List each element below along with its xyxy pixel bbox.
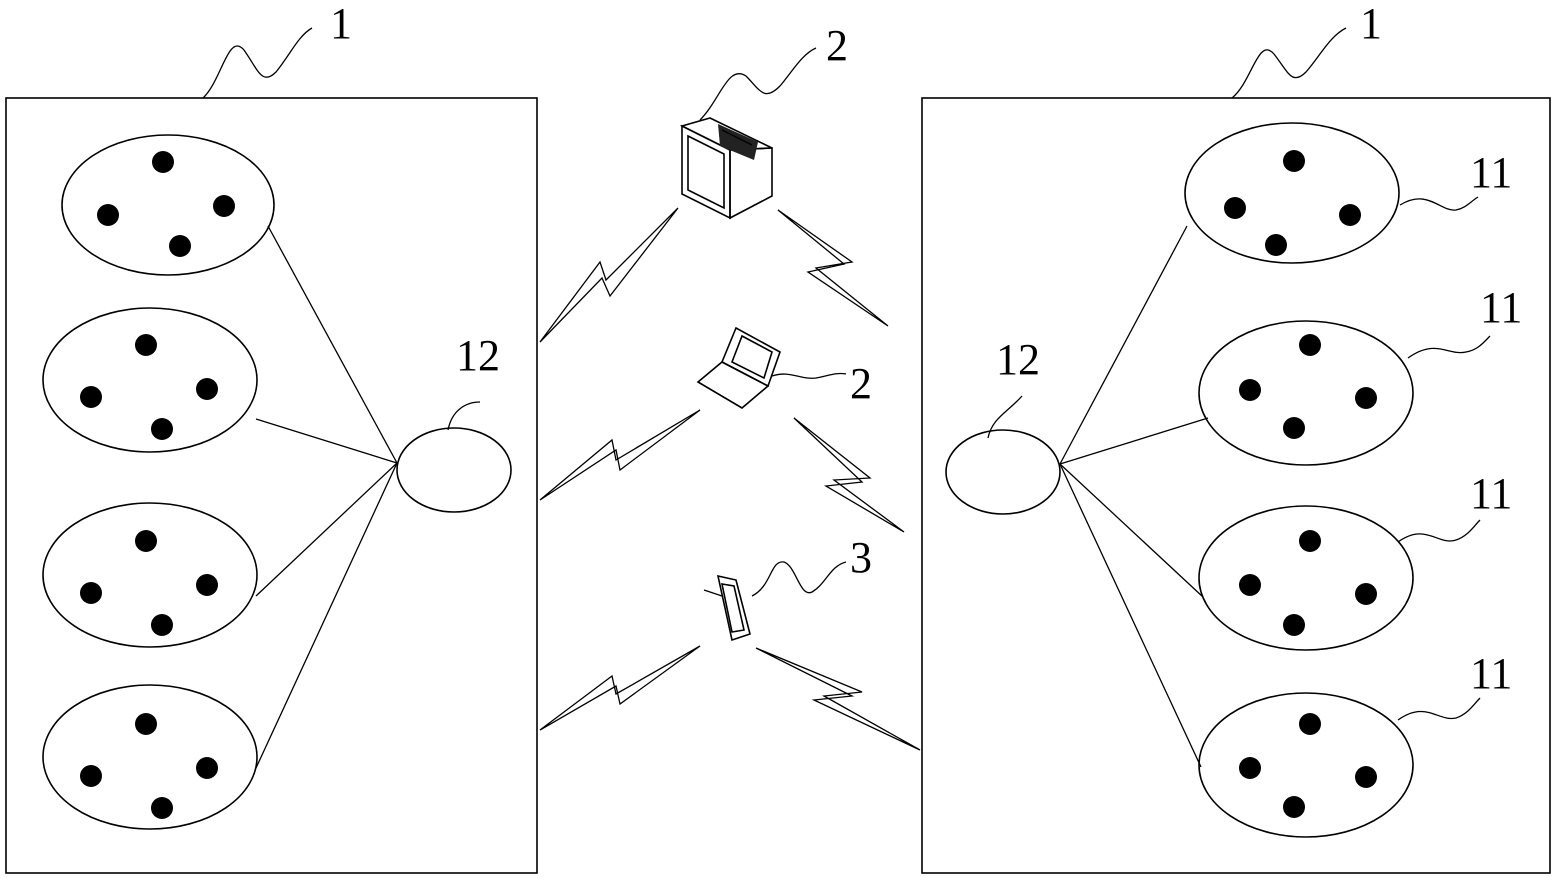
computer-top-leader <box>699 47 817 121</box>
right-system-leader <box>1231 27 1347 99</box>
right-group-2-leader <box>1407 335 1491 359</box>
right-group-3 <box>1198 505 1414 651</box>
left-hub-leader <box>447 401 481 431</box>
right-group-2-label: 11 <box>1480 283 1522 332</box>
left-group-1 <box>61 134 275 276</box>
laptop-label: 2 <box>850 359 872 408</box>
wireless-links <box>539 207 921 751</box>
computer-top-label: 2 <box>826 21 848 70</box>
left-system-leader <box>202 27 313 99</box>
right-group-3-label: 11 <box>1470 469 1512 518</box>
right-group-1-leader <box>1399 196 1479 211</box>
right-system-label: 1 <box>1360 0 1382 48</box>
left-hub-label: 12 <box>456 331 500 380</box>
laptop-icon <box>696 326 781 409</box>
left-connectors <box>255 225 398 769</box>
right-group-3-leader <box>1397 519 1481 543</box>
right-hub-label: 12 <box>996 335 1040 384</box>
right-hub <box>945 429 1061 515</box>
left-hub <box>396 427 512 513</box>
right-system: 1 11 11 11 <box>921 0 1551 874</box>
mobile-phone-icon <box>703 574 751 642</box>
desktop-computer-icon <box>679 117 773 220</box>
right-group-4-label: 11 <box>1470 649 1512 698</box>
mobile-leader <box>751 561 847 597</box>
left-system: 1 <box>5 0 538 874</box>
mobile-label: 3 <box>850 533 872 582</box>
left-system-box <box>5 97 538 874</box>
right-hub-leader <box>987 395 1023 439</box>
right-connectors <box>1059 225 1209 768</box>
right-group-4 <box>1198 692 1414 838</box>
left-group-4 <box>42 684 258 830</box>
right-group-4-leader <box>1397 697 1481 721</box>
right-group-2 <box>1198 320 1414 466</box>
left-group-2 <box>42 307 258 453</box>
left-system-label: 1 <box>330 0 352 48</box>
right-system-box <box>921 97 1551 874</box>
laptop-leader <box>771 372 847 379</box>
right-group-1-label: 11 <box>1470 148 1512 197</box>
right-group-1 <box>1184 122 1400 264</box>
left-group-3 <box>42 502 258 648</box>
